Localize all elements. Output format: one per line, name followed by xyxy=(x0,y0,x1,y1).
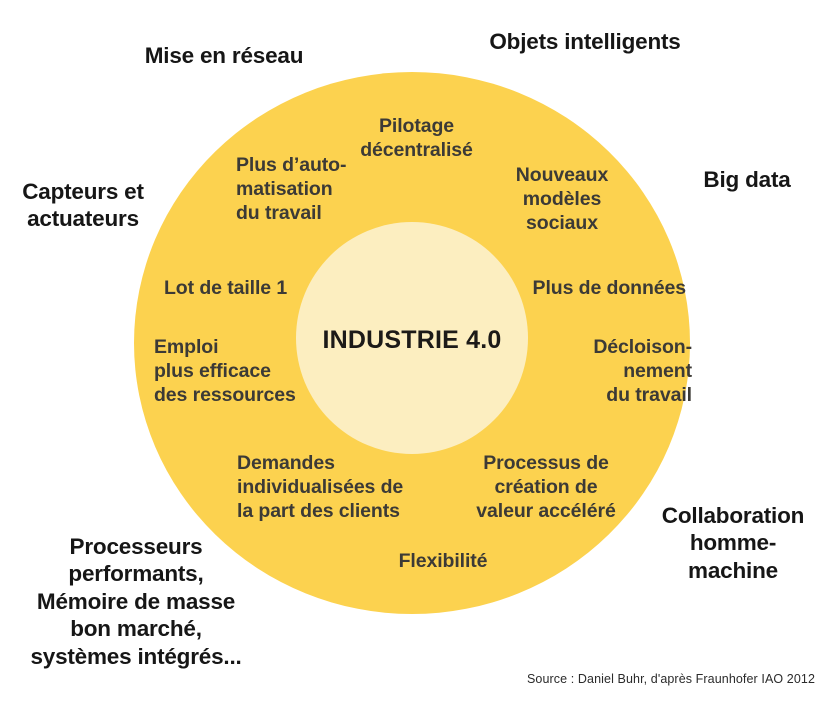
ring-label-processus-creation-valeur: Processus de création de valeur accéléré xyxy=(476,452,616,522)
outer-label-capteurs-et-actuateurs: Capteurs et actuateurs xyxy=(22,179,144,232)
outer-label-processeurs-performants: Processeurs performants, Mémoire de mass… xyxy=(30,534,242,669)
ring-label-demandes-individualisees: Demandes individualisées de la part des … xyxy=(237,452,404,522)
ring-label-decloisonnement-du-travail: Décloison- nement du travail xyxy=(593,336,692,406)
ring-label-emploi-plus-efficace-des-ressources: Emploi plus efficace des ressources xyxy=(154,336,296,406)
ring-label-pilotage-decentralise: Pilotage décentralisé xyxy=(360,115,473,161)
outer-label-mise-en-reseau: Mise en réseau xyxy=(144,43,304,68)
ring-label-plus-de-donnees: Plus de données xyxy=(532,277,687,299)
core-title-industrie-40: INDUSTRIE 4.0 xyxy=(322,326,502,354)
ring-label-plus-automatisation-du-travail: Plus d’auto- matisation du travail xyxy=(236,154,347,224)
source-credit-line: Source : Daniel Buhr, d'après Fraunhofer… xyxy=(527,672,816,686)
outer-label-big-data: Big data xyxy=(703,167,791,192)
outer-label-collaboration-homme-machine: Collaboration homme- machine xyxy=(661,503,805,583)
ring-label-nouveaux-modeles-sociaux: Nouveaux modèles sociaux xyxy=(515,164,609,234)
outer-label-objets-intelligents: Objets intelligents xyxy=(489,29,681,54)
ring-label-lot-de-taille-1: Lot de taille 1 xyxy=(164,277,288,299)
inner-core-circle xyxy=(296,222,528,454)
ring-label-flexibilite: Flexibilité xyxy=(398,550,488,572)
